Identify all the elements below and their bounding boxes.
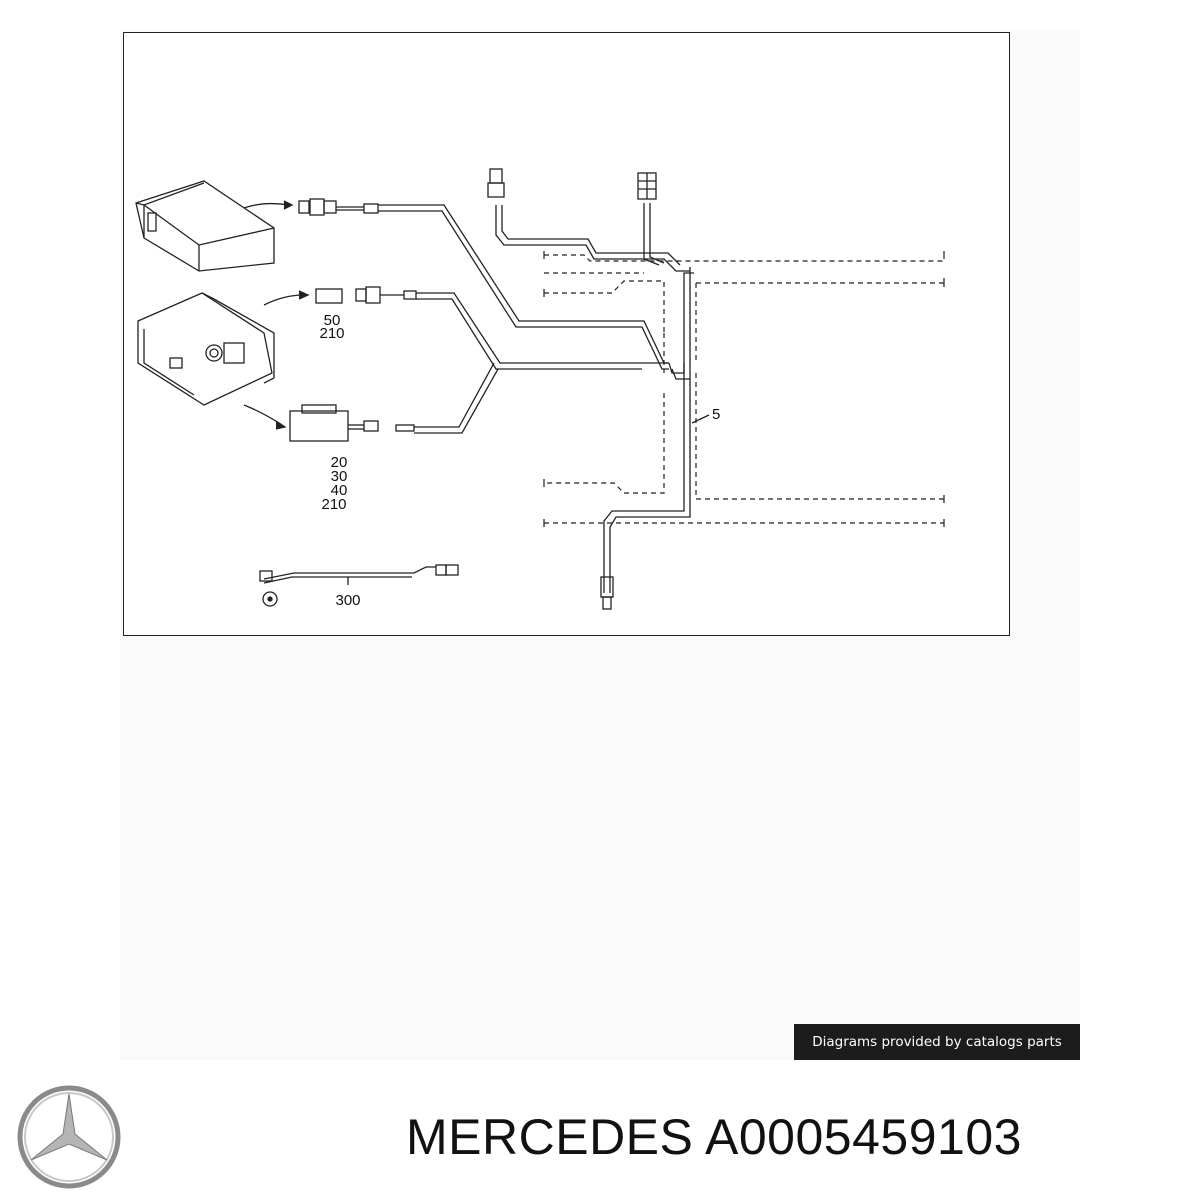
wiring-diagram: 50 210 20 30 40 210 300 5 (135, 168, 945, 610)
antenna-cable-300 (259, 564, 459, 607)
dashed-tick-marks (543, 251, 945, 527)
brand-name: MERCEDES (406, 1109, 694, 1165)
callout-210-a: 210 (319, 325, 344, 342)
part-number: A0005459103 (705, 1109, 1022, 1165)
callout-30: 30 (331, 468, 348, 485)
mercedes-star-icon (17, 1085, 121, 1189)
diagram-frame: 50 210 20 30 40 210 300 5 (123, 32, 1010, 636)
callout-50: 50 (324, 312, 341, 329)
part-title: MERCEDES A0005459103 (406, 1108, 1022, 1166)
callout-5: 5 (712, 406, 720, 423)
callout-210-b: 210 (321, 496, 346, 513)
dashed-branches (544, 254, 944, 524)
main-harness (487, 168, 710, 610)
callout-20: 20 (331, 454, 348, 471)
callout-40: 40 (331, 482, 348, 499)
callout-300: 300 (335, 592, 360, 609)
connector-large (289, 362, 499, 442)
control-unit-box (135, 180, 294, 272)
display-unit-box (137, 290, 310, 430)
connector-50-210 (315, 286, 669, 370)
provided-by-badge: Diagrams provided by catalogs parts (794, 1024, 1080, 1060)
connector-unit1 (298, 198, 669, 370)
